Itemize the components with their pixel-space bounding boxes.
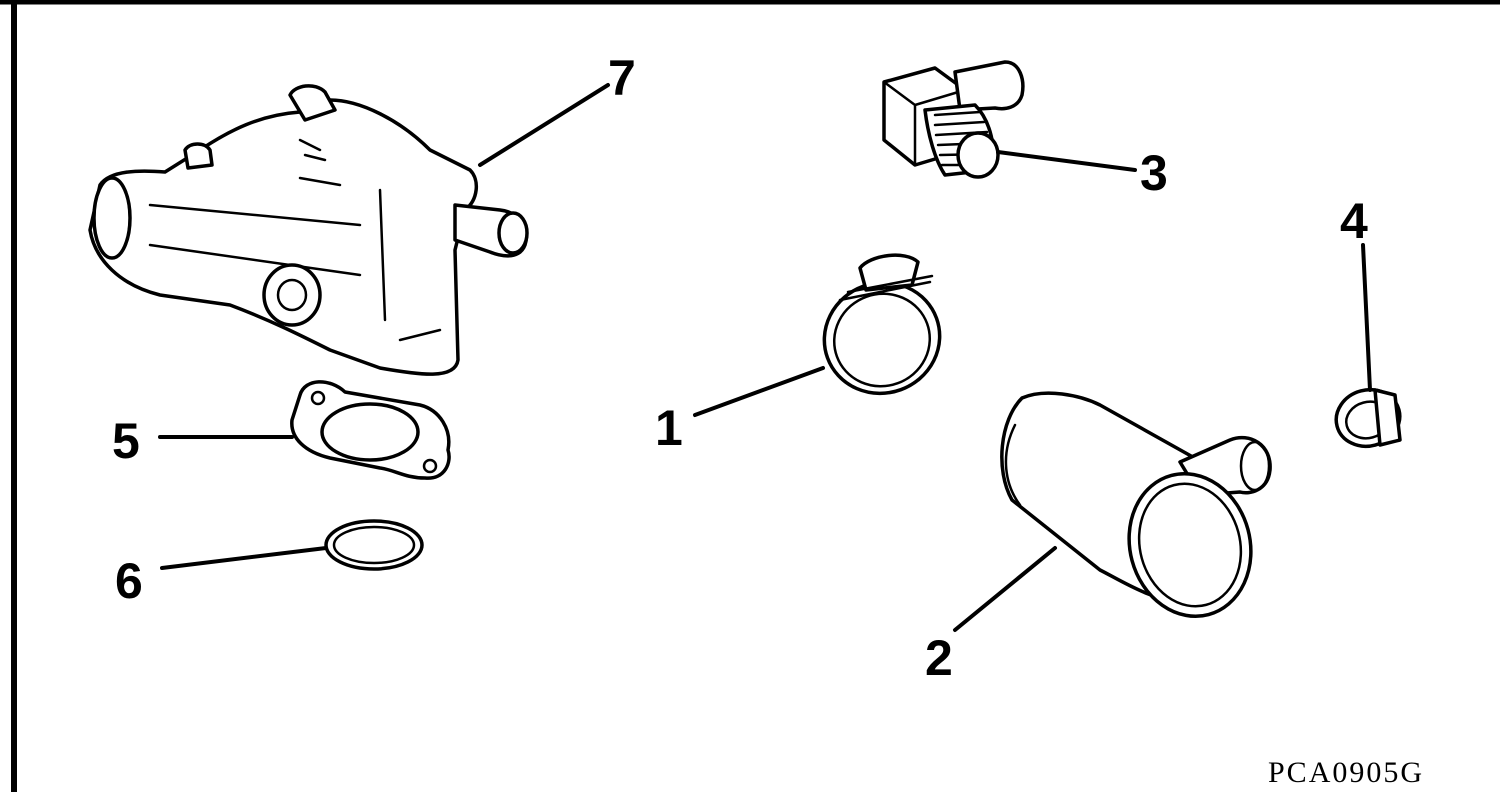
part-2-tee-connector bbox=[1000, 391, 1272, 619]
leader-line-4 bbox=[1361, 243, 1372, 392]
leader-line-7 bbox=[478, 83, 610, 167]
part-7-thermostat-housing bbox=[88, 84, 529, 376]
figure-code: PCA0905G bbox=[1268, 756, 1424, 789]
leader-line-1 bbox=[693, 366, 825, 417]
callout-3: 3 bbox=[1140, 145, 1168, 201]
leader-line-3 bbox=[996, 150, 1137, 172]
part-5-gasket bbox=[290, 380, 451, 480]
part-3-elbow-fitting bbox=[882, 60, 1025, 179]
leader-line-2 bbox=[953, 546, 1057, 632]
callout-7: 7 bbox=[608, 50, 636, 106]
leader-line-6 bbox=[160, 546, 328, 570]
part-6-o-ring bbox=[324, 519, 424, 571]
callout-2: 2 bbox=[925, 630, 953, 686]
callout-1: 1 bbox=[655, 400, 683, 456]
callout-6: 6 bbox=[115, 553, 143, 609]
part-1-hose-clamp bbox=[822, 253, 942, 396]
callout-5: 5 bbox=[112, 413, 140, 469]
part-4-small-clamp bbox=[1334, 387, 1402, 449]
callout-4: 4 bbox=[1340, 193, 1368, 249]
